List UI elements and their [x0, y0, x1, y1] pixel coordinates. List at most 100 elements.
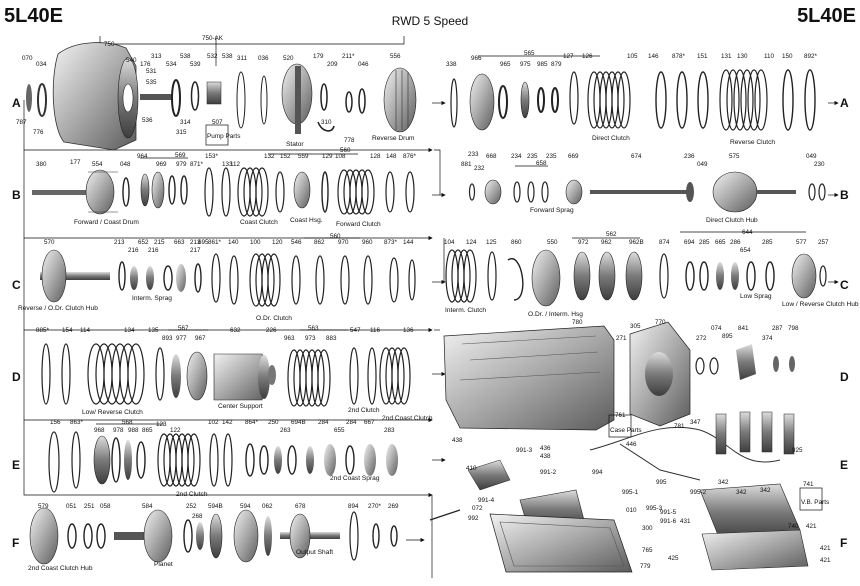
part-number: 532 — [207, 53, 218, 60]
row-label-b-right: B — [840, 188, 849, 202]
part-number: 236 — [684, 153, 695, 160]
part-number: 287 — [772, 325, 783, 332]
part-number: 410 — [466, 465, 477, 472]
part-number: 979 — [176, 161, 187, 168]
part-number: 750 — [104, 41, 115, 48]
part-number: 568 — [122, 419, 133, 426]
part-number: 128 — [370, 153, 381, 160]
center-support-caption: Center Support — [218, 403, 263, 410]
part-number: 761 — [615, 412, 626, 419]
part-number: 765 — [642, 547, 653, 554]
odr-interm-hsg-caption: O.Dr. / Interm. Hsg — [528, 311, 583, 318]
part-number: 436 — [540, 445, 551, 452]
part-number: 215 — [154, 239, 165, 246]
part-number: 550 — [547, 239, 558, 246]
part-number: 217 — [190, 247, 201, 254]
part-number: 070 — [22, 55, 33, 62]
part-number: 678 — [295, 503, 306, 510]
second-coast-sprag-caption: 2nd Coast Sprag — [330, 475, 380, 482]
part-number: 140 — [228, 239, 239, 246]
row-label-c-right: C — [840, 278, 849, 292]
part-number: 285 — [699, 239, 710, 246]
part-number: 538 — [222, 53, 233, 60]
second-coast-clutch-caption: 2nd Coast Clutch — [382, 415, 433, 422]
part-number: 347 — [690, 419, 701, 426]
part-number: 740 — [788, 523, 799, 530]
part-number: 148 — [386, 153, 397, 160]
part-number: 560 — [330, 233, 341, 240]
part-number: 991-2 — [540, 469, 557, 476]
row-f-left-parts — [29, 507, 398, 565]
part-number: 925 — [792, 447, 803, 454]
part-number: 132 — [264, 153, 275, 160]
interm-sprag-caption: Interm. Sprag — [132, 295, 172, 302]
part-number: 129 — [322, 153, 333, 160]
part-number: 968 — [94, 427, 105, 434]
low-reverse-clutch-hub-caption: Low / Reverse Clutch Hub — [782, 301, 859, 308]
part-number: 787 — [16, 119, 27, 126]
part-number: 105 — [627, 53, 638, 60]
part-number: 655 — [334, 427, 345, 434]
part-number: 127 — [563, 53, 574, 60]
part-number: 535 — [146, 79, 157, 86]
part-number: 251 — [84, 503, 95, 510]
case-parts-box — [608, 414, 632, 438]
low-sprag-caption: Low Sprag — [740, 293, 772, 300]
diagram-subtitle: RWD 5 Speed — [391, 14, 469, 28]
part-number: 667 — [364, 419, 375, 426]
part-number: 269 — [388, 503, 399, 510]
row-label-b-left: B — [12, 188, 21, 202]
part-number: 669 — [568, 153, 579, 160]
part-number: 216 — [128, 247, 139, 254]
part-number: 995 — [656, 479, 667, 486]
part-number: 216 — [148, 247, 159, 254]
direct-clutch-pack — [587, 71, 631, 129]
forward-clutch-caption: Forward Clutch — [336, 221, 381, 228]
part-number: 374 — [762, 335, 773, 342]
part-number: 860 — [511, 239, 522, 246]
part-number: 133 — [222, 161, 233, 168]
part-number: 120 — [272, 239, 283, 246]
part-number: 654 — [740, 247, 751, 254]
part-number: 991-3 — [516, 447, 533, 454]
part-number: 235 — [546, 153, 557, 160]
row-label-e-right: E — [840, 458, 849, 472]
part-number: 268 — [192, 513, 203, 520]
part-number: 176 — [140, 61, 151, 68]
part-number: 211* — [342, 53, 355, 60]
direct-clutch-hub-caption: Direct Clutch Hub — [706, 217, 758, 224]
model-title-right: 5L40E — [797, 5, 856, 27]
part-number: 284 — [318, 419, 329, 426]
part-number: 892* — [804, 53, 818, 60]
part-number: 136 — [403, 327, 414, 334]
part-number: 874 — [659, 239, 670, 246]
part-number: 962B — [629, 239, 644, 246]
part-number: 876* — [403, 153, 417, 160]
part-numbers: 070 034 750 750-AK 540 176 531 535 313 5… — [16, 35, 831, 570]
part-number: 124 — [466, 239, 477, 246]
row-b-left-parts — [32, 167, 415, 217]
part-number: 122 — [170, 427, 181, 434]
part-number: 584 — [142, 503, 153, 510]
seal-ring-036 — [260, 75, 268, 125]
row-label-a-left: A — [12, 96, 21, 110]
part-number: 864* — [245, 419, 259, 426]
part-number: 862 — [314, 239, 325, 246]
part-number: 153* — [205, 153, 219, 160]
part-number: 750-AK — [202, 35, 224, 42]
part-number: 879 — [551, 61, 562, 68]
part-number: 257 — [818, 239, 829, 246]
row-label-d-left: D — [12, 370, 21, 384]
part-number: 300 — [642, 525, 653, 532]
part-number: 425 — [668, 555, 679, 562]
part-number: 010 — [626, 507, 637, 514]
part-number: 841 — [738, 325, 749, 332]
part-number: 995-2 — [690, 489, 707, 496]
forward-clutch-pack — [337, 169, 375, 215]
part-number: 116 — [370, 327, 381, 334]
part-number: 885* — [36, 327, 50, 334]
part-number: 154 — [62, 327, 73, 334]
model-title-left: 5L40E — [4, 5, 63, 27]
part-number: 881 — [461, 161, 472, 168]
